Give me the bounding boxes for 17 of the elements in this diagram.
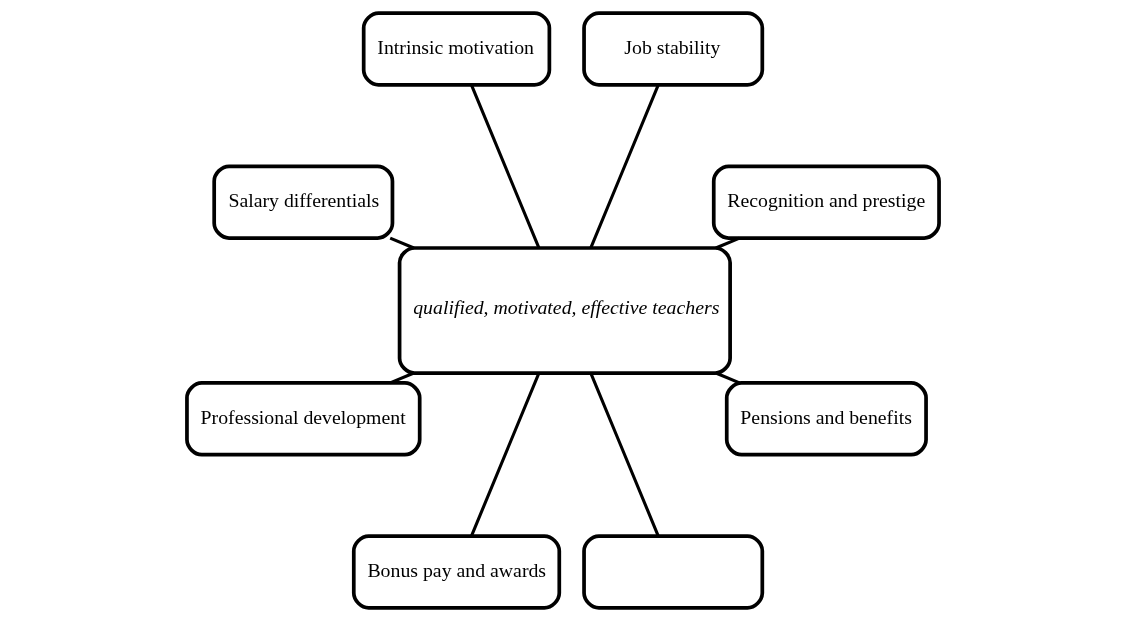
connector <box>469 372 540 537</box>
connector <box>389 371 414 385</box>
node-box: Professional development <box>184 381 422 457</box>
node-box <box>581 534 764 610</box>
node-box: qualified, motivated, effective teachers <box>397 246 732 375</box>
connector <box>469 84 540 249</box>
connector <box>588 84 660 249</box>
node-box: Pensions and benefits <box>724 381 928 457</box>
connector <box>714 371 740 385</box>
node-box: Salary differentials <box>211 164 394 240</box>
node-box: Bonus pay and awards <box>351 534 561 610</box>
node-box: Job stability <box>581 11 764 87</box>
node-box: Recognition and prestige <box>711 164 941 240</box>
connector <box>389 236 414 250</box>
node-box: Intrinsic motivation <box>361 11 551 87</box>
connector <box>588 372 660 537</box>
connector <box>714 236 740 250</box>
